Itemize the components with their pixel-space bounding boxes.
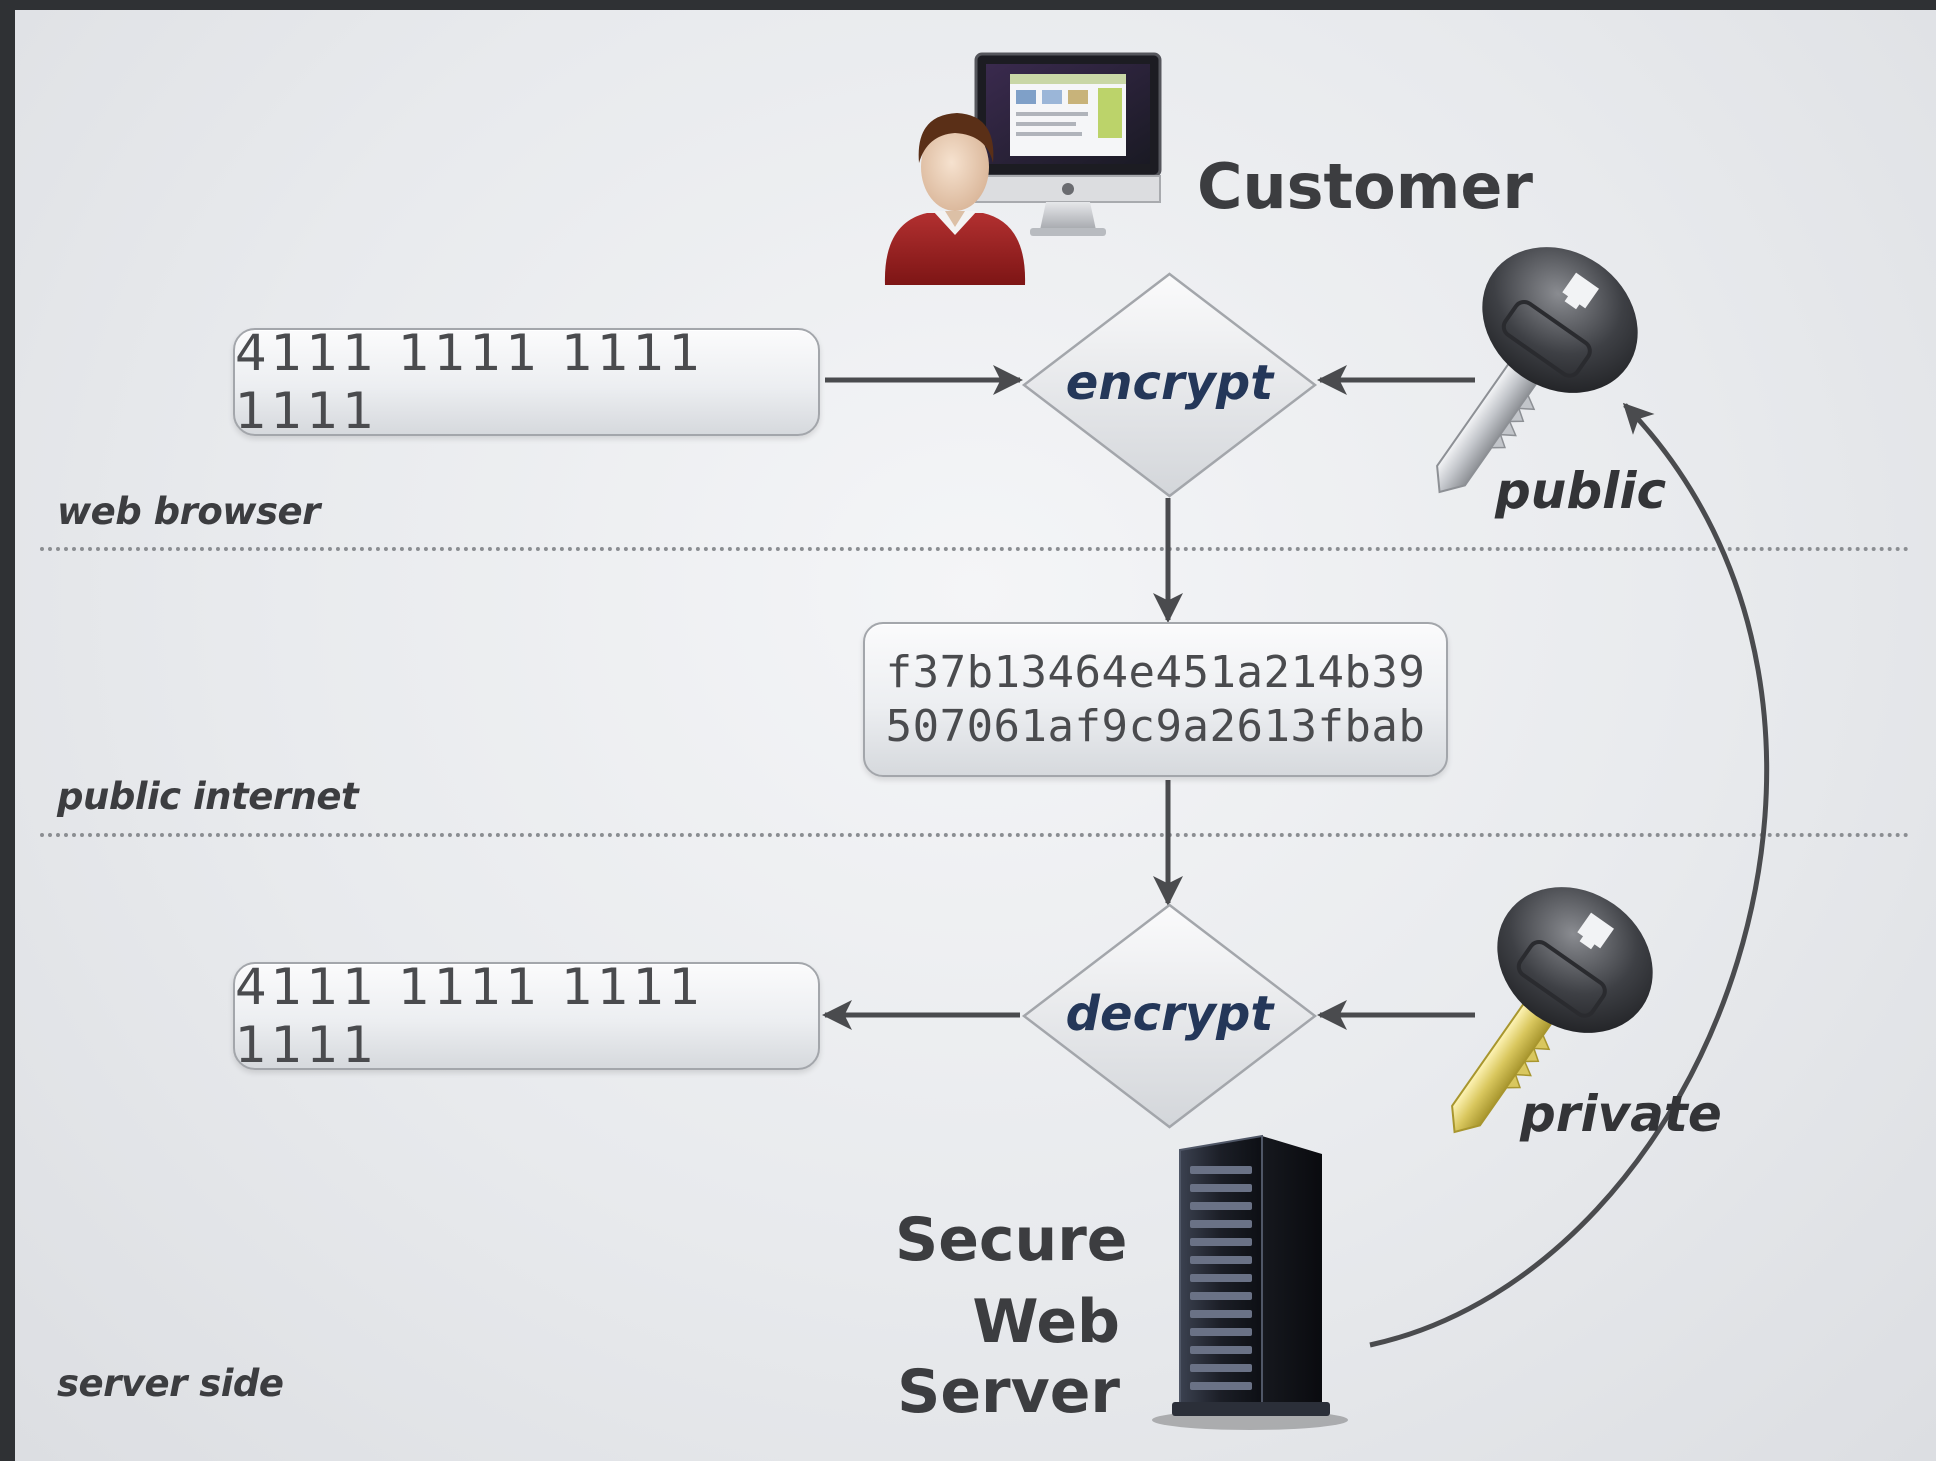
decrypt-diamond-shape <box>1021 903 1318 1129</box>
private-key-icon <box>1451 887 1653 1134</box>
public-key-label: public <box>1495 462 1667 520</box>
encrypt-label: encrypt <box>1065 354 1274 411</box>
zone-label-public-internet: public internet <box>57 775 359 818</box>
customer-person-icon <box>884 113 1026 285</box>
plaintext-card-top-text: 4111 1111 1111 1111 <box>235 324 705 440</box>
plaintext-card-top: 4111 1111 1111 1111 <box>233 324 820 440</box>
server-label-line-1: Secure <box>895 1205 1128 1275</box>
private-key-label: private <box>1520 1085 1722 1143</box>
customer-computer-icon <box>974 52 1162 236</box>
zone-label-server-side: server side <box>57 1362 284 1405</box>
plaintext-card-bottom-text: 4111 1111 1111 1111 <box>235 958 705 1074</box>
ciphertext-line-1: f37b13464e451a214b39 <box>885 646 1426 698</box>
zone-label-web-browser: web browser <box>57 490 320 533</box>
diagram-canvas: web browser public internet server side <box>15 10 1936 1461</box>
server-label-line-2: Web Server <box>897 1287 1120 1427</box>
encrypt-diamond: encrypt <box>1021 272 1318 498</box>
plaintext-card-bottom: 4111 1111 1111 1111 <box>233 958 820 1074</box>
ciphertext-card: f37b13464e451a214b39 507061af9c9a2613fba… <box>863 622 1448 777</box>
customer-label: Customer <box>1197 150 1534 223</box>
encrypt-diamond-shape <box>1021 272 1318 498</box>
public-key-icon <box>1436 247 1638 494</box>
flow-arrows <box>822 365 1770 1348</box>
server-rack-icon <box>1152 1134 1348 1430</box>
ciphertext-line-2: 507061af9c9a2613fbab <box>885 700 1426 752</box>
decrypt-diamond: decrypt <box>1021 903 1318 1129</box>
decrypt-label: decrypt <box>1065 985 1274 1042</box>
divider-internet-server <box>40 833 1910 837</box>
arrow-server-to-public-key <box>1369 402 1770 1348</box>
divider-browser-internet <box>40 547 1910 551</box>
